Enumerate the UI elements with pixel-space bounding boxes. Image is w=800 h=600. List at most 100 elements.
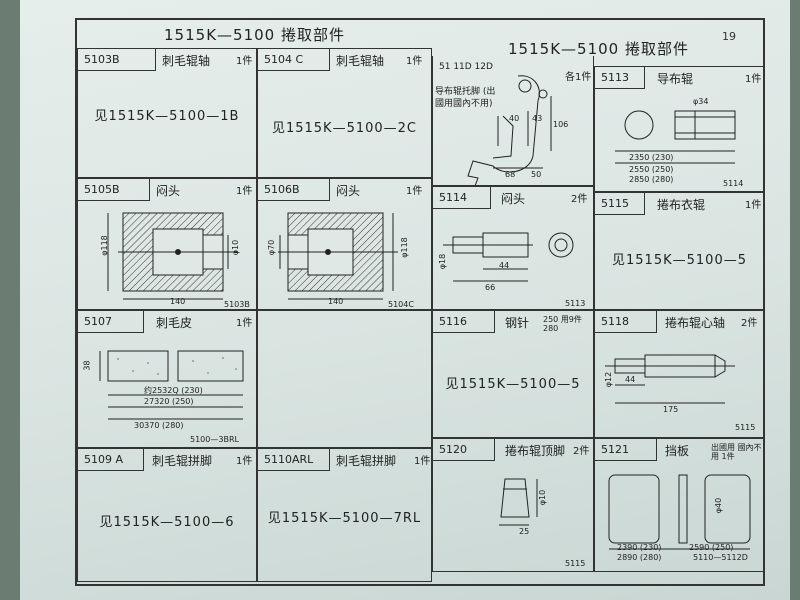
part-name: 钢针	[505, 316, 530, 330]
part-number: 51 11D 12D	[439, 62, 493, 72]
cell-5114: 5114 闷头 2件 φ18 44 66 5113	[432, 186, 594, 310]
cell-5107: 5107 刺毛皮 1件 38 约2532Q (230) 27320 (250) …	[77, 310, 257, 448]
part-name: 刺毛辊拼脚	[336, 454, 397, 468]
cell-5113: 5113 导布辊 1件 φ34 2350 (230) 2550 (250) 28…	[594, 66, 765, 192]
part-quantity: 1件	[236, 186, 253, 197]
part-name: 闷头	[156, 184, 181, 198]
cell-5110arl: 5110ARL 刺毛辊拼脚 1件 见1515K—5100—7RL	[257, 448, 432, 582]
dimension-label: 40	[509, 114, 520, 123]
right-title: 1515K—5100 捲取部件	[508, 39, 689, 58]
part-name: 刺毛辊轴	[162, 54, 211, 68]
dimension-label: 43	[532, 114, 543, 123]
dimension-label: 30370 (280)	[134, 421, 184, 430]
part-number: 5104 C	[258, 49, 330, 71]
part-number: 5113	[595, 67, 645, 89]
support-foot-drawing	[499, 478, 538, 526]
paper-background	[20, 0, 790, 600]
dimension-label: 44	[625, 375, 636, 384]
drawing-code: 5103B	[224, 300, 250, 309]
dimension-label: 2850 (280)	[629, 175, 674, 184]
part-quantity: 2件	[741, 318, 758, 329]
page-number: 19	[722, 30, 736, 43]
card-clothing-drawing	[99, 350, 244, 420]
drawing-code: 5115	[735, 423, 756, 432]
baffle-drawing	[608, 474, 751, 550]
part-number: 5103B	[78, 49, 156, 71]
dimension-label: 106	[553, 120, 569, 129]
part-quantity: 1件	[406, 56, 423, 67]
drawing-code: 5104C	[388, 300, 414, 309]
part-name: 捲布辊顶脚	[505, 444, 566, 458]
part-name: 导布辊托脚 (出國用國內不用)	[435, 87, 496, 109]
drawing-code: 5100—3BRL	[190, 435, 239, 444]
part-name: 捲布衣辊	[657, 198, 706, 212]
part-number: 5121	[595, 439, 657, 461]
dimension-label: 约2532Q (230)	[144, 386, 203, 395]
reference-drawing: 见1515K—5100—5	[445, 377, 581, 392]
roller-drawing	[615, 110, 736, 164]
dimension-label: φ70	[267, 239, 277, 256]
dimension-label: 38	[82, 360, 92, 371]
reference-drawing: 见1515K—5100—2C	[271, 121, 418, 136]
shaft-drawing	[605, 354, 735, 404]
dimension-label: 140	[170, 297, 186, 306]
cell-5115: 5115 捲布衣辊 1件 见1515K—5100—5	[594, 192, 765, 310]
dimension-label: 2890 (280)	[617, 553, 662, 562]
dimension-label: φ10	[231, 239, 241, 256]
cell-5120: 5120 捲布辊顶脚 2件 φ10 25 5115	[432, 438, 594, 572]
part-quantity: 1件	[414, 456, 431, 467]
cell-5109a: 5109 A 刺毛辊拼脚 1件 见1515K—5100—6	[77, 448, 257, 582]
part-quantity: 250 用9件 280	[543, 315, 582, 333]
left-title: 1515K—5100 捲取部件	[164, 25, 345, 44]
cell-5121: 5121 挡板 出國用 國內不用 1件 φ40 2390 (230) 2590 …	[594, 438, 765, 572]
reference-drawing: 见1515K—5100—1B	[94, 109, 240, 124]
cell-5103b: 5103B 刺毛辊轴 1件 见1515K—5100—1B	[77, 48, 257, 178]
dimension-label: 140	[328, 297, 344, 306]
dimension-label: 2550 (250)	[629, 165, 674, 174]
bracket-drawing	[467, 75, 552, 185]
part-number: 5114	[433, 187, 491, 209]
dimension-label: 68	[505, 170, 516, 179]
part-quantity: 1件	[236, 456, 253, 467]
part-quantity: 各1件	[565, 72, 592, 83]
reference-drawing: 见1515K—5100—5	[612, 253, 747, 268]
cell-5106b: 5106B 闷头 1件 φ70 φ118 140 5104C	[257, 178, 432, 310]
dimension-label: 2350 (230)	[629, 153, 674, 162]
part-quantity: 1件	[406, 186, 423, 197]
dimension-label: φ40	[714, 497, 724, 514]
dimension-label: φ118	[99, 235, 109, 256]
dimension-label: 2390 (230)	[617, 543, 662, 552]
cell-5111d: 51 11D 12D 各1件 导布辊托脚 (出國用國內不用) 40 43 106…	[432, 56, 594, 186]
plug-drawing	[107, 212, 238, 300]
drawing-code: 5115	[565, 559, 586, 568]
part-name: 挡板	[665, 444, 690, 458]
drawing-code: 5110—5112D	[693, 553, 748, 562]
part-name: 刺毛皮	[156, 316, 193, 330]
dimension-label: 44	[499, 261, 510, 270]
part-quantity: 2件	[573, 446, 590, 457]
part-number: 5106B	[258, 179, 330, 201]
drawing-code: 5114	[723, 179, 744, 188]
plug-drawing	[278, 212, 398, 300]
reference-drawing: 见1515K—5100—6	[99, 515, 235, 530]
pin-drawing	[443, 232, 574, 282]
drawing-code: 5113	[565, 299, 586, 308]
part-number: 5115	[595, 193, 645, 215]
dimension-label: φ118	[399, 237, 409, 258]
dimension-label: 66	[485, 283, 496, 292]
cell-5104c: 5104 C 刺毛辊轴 1件 见1515K—5100—2C	[257, 48, 432, 178]
cell-5105b: 5105B 闷头 1件 φ118 φ10 140 5103B	[77, 178, 257, 310]
cell-5118: 5118 捲布辊心轴 2件 φ12 44 175 5115	[594, 310, 765, 438]
part-name: 刺毛辊轴	[336, 54, 385, 68]
dimension-label: 50	[531, 170, 542, 179]
dimension-label: φ12	[604, 371, 614, 388]
reference-drawing: 见1515K—5100—7RL	[267, 511, 422, 526]
cell-empty	[257, 310, 432, 448]
part-name: 导布辊	[657, 72, 694, 86]
part-number: 5120	[433, 439, 495, 461]
part-quantity: 1件	[236, 56, 253, 67]
dimension-label: φ34	[693, 97, 709, 106]
part-quantity: 1件	[236, 318, 253, 329]
dimension-label: φ10	[538, 489, 548, 506]
part-number: 5116	[433, 311, 495, 333]
